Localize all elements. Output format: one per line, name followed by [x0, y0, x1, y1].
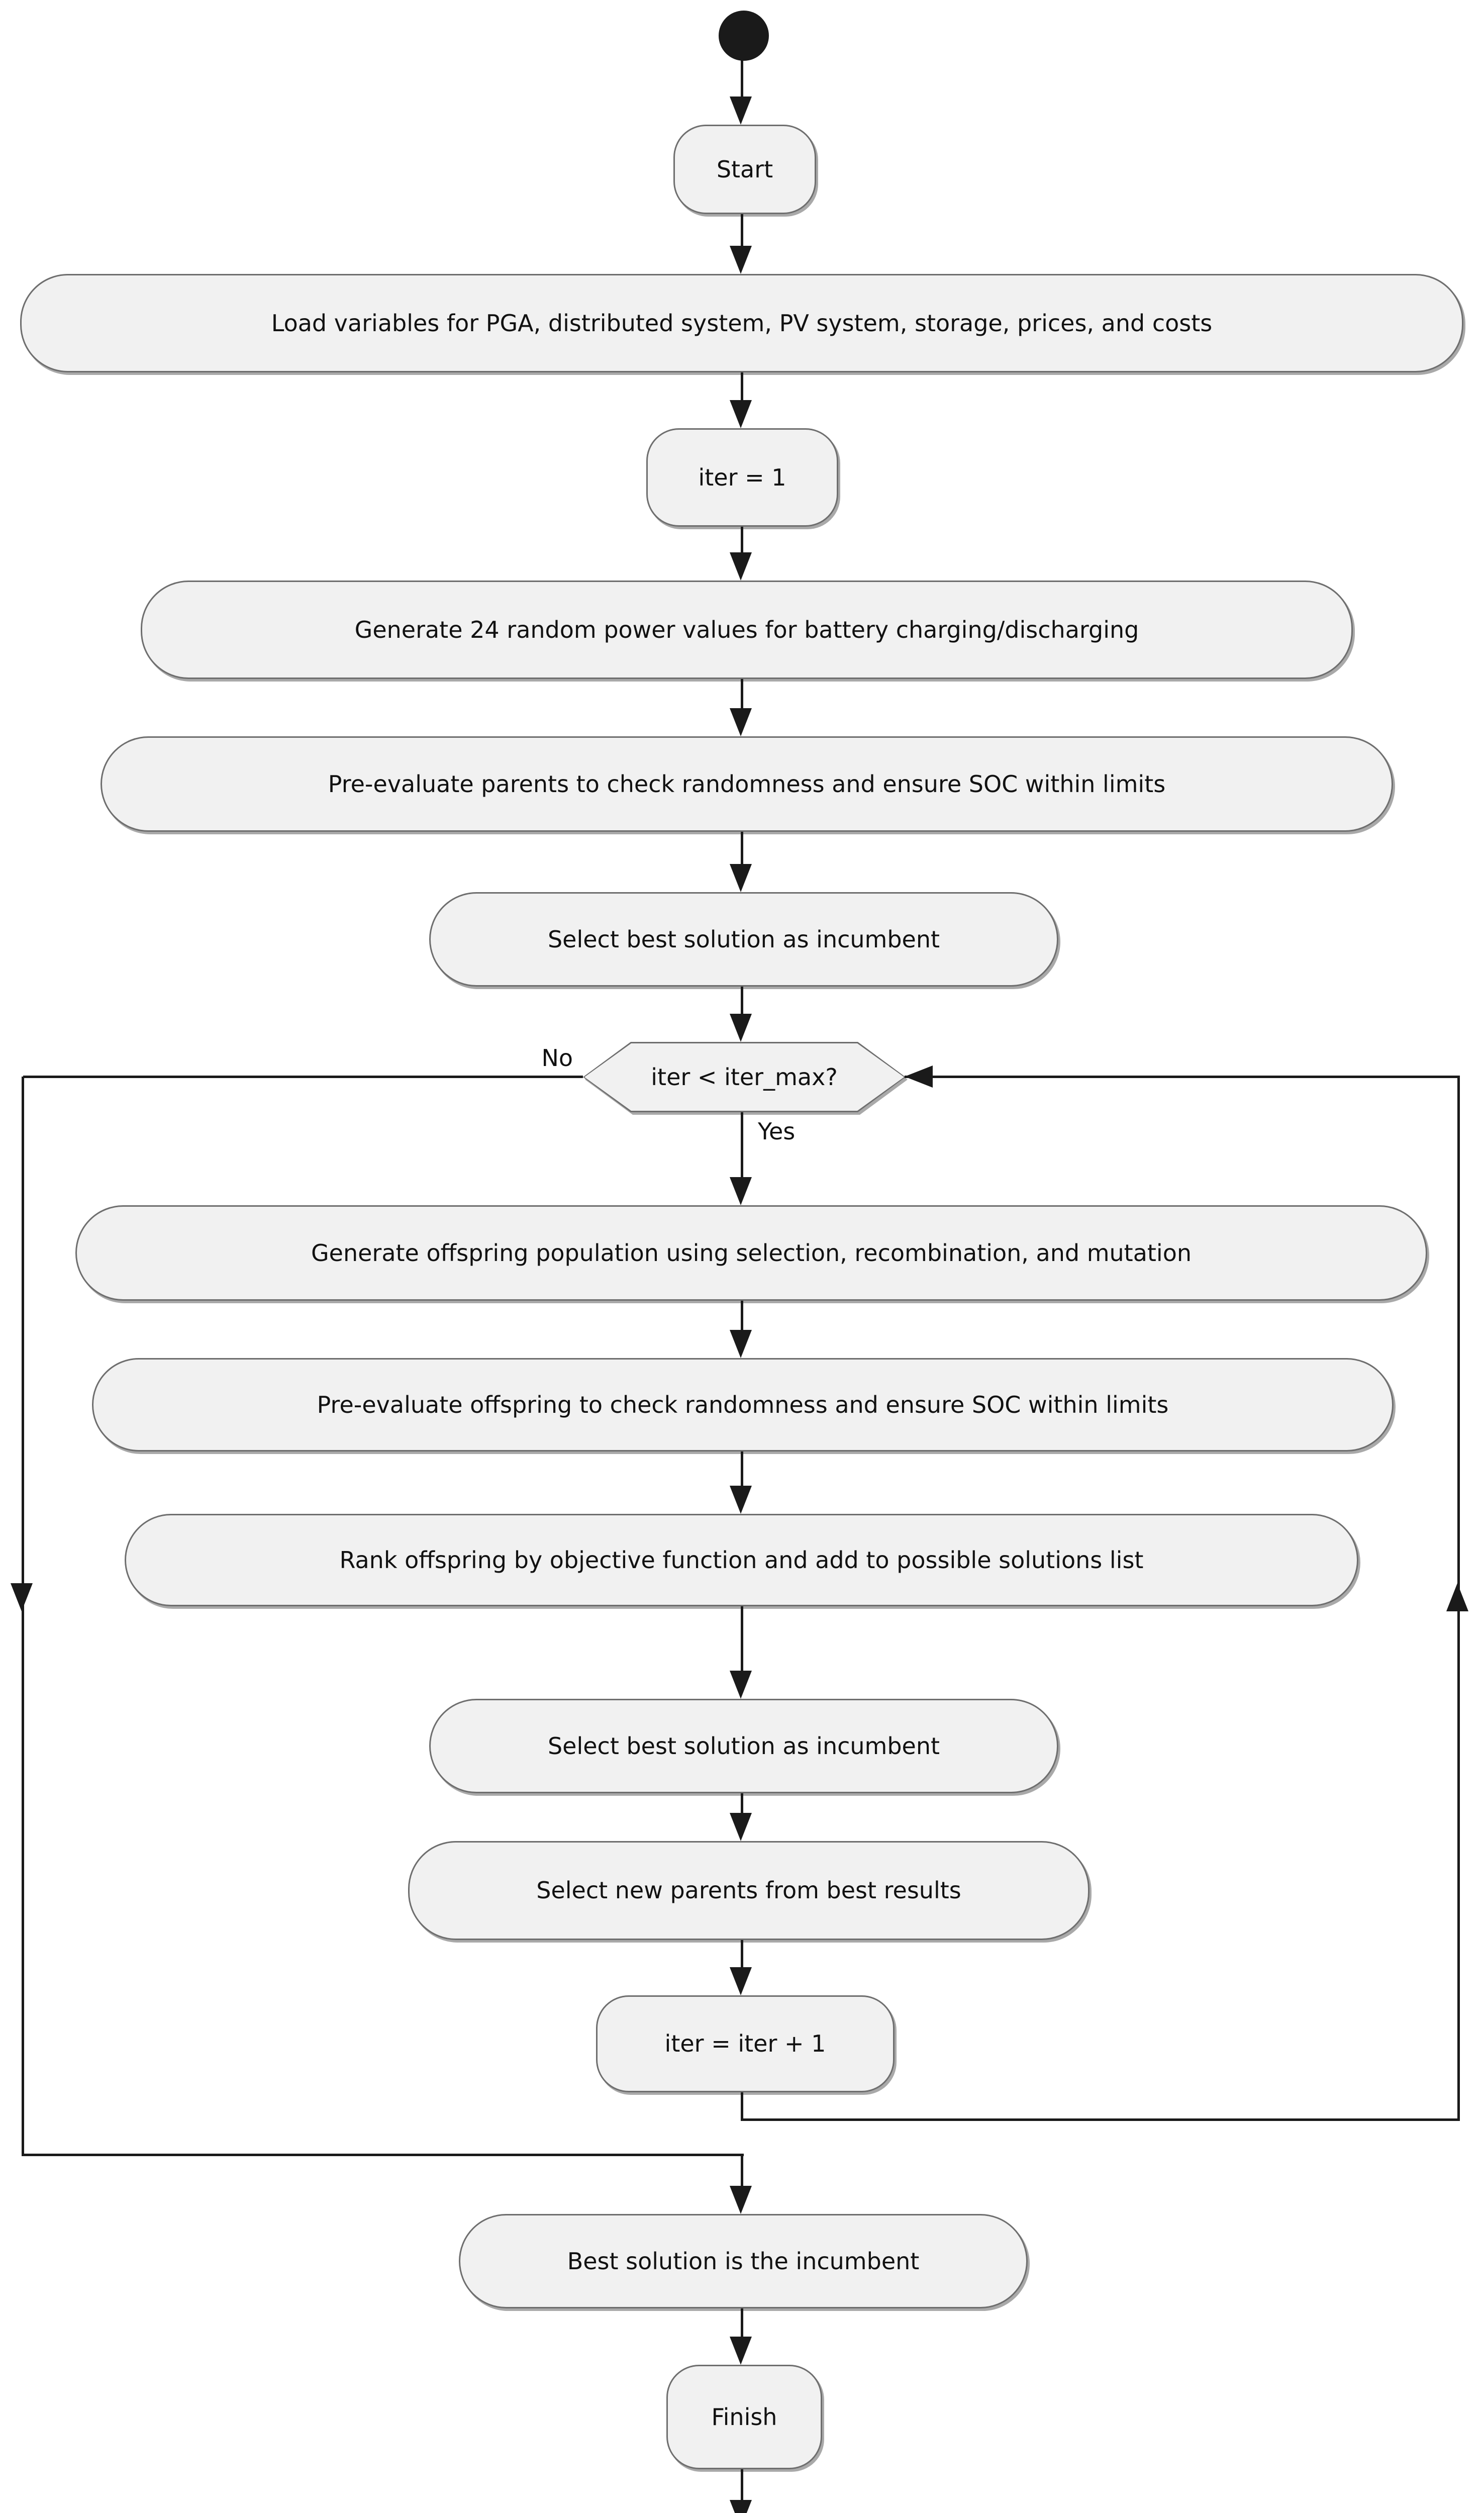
decision-iter-max: iter < iter_max? — [583, 1042, 906, 1112]
arrowhead-down-icon — [730, 2500, 752, 2513]
node-load-variables: Load variables for PGA, distributed syst… — [20, 274, 1463, 372]
arrowhead-down-icon — [730, 400, 752, 428]
edge-iterinit-genrandom — [741, 527, 743, 554]
loopback-drop-line — [741, 2092, 743, 2121]
arrowhead-down-icon — [730, 1177, 752, 1205]
arrowhead-down-icon — [730, 864, 752, 892]
edge-preparents-select1 — [741, 832, 743, 865]
node-start-label: Start — [716, 155, 773, 183]
node-best-solution: Best solution is the incumbent — [459, 2214, 1028, 2308]
arrowhead-down-icon — [730, 552, 752, 581]
node-select-new-parents-label: Select new parents from best results — [536, 1877, 961, 1904]
node-preevaluate-parents: Pre-evaluate parents to check randomness… — [101, 736, 1393, 832]
edge-load-iterinit — [741, 372, 743, 402]
node-select-best-2-label: Select best solution as incumbent — [547, 1732, 940, 1760]
loopback-top-line — [905, 1076, 1460, 1078]
node-select-best-1: Select best solution as incumbent — [429, 892, 1058, 987]
node-start: Start — [673, 125, 816, 214]
edge-genrandom-preparents — [741, 679, 743, 709]
node-generate-offspring: Generate offspring population using sele… — [75, 1205, 1427, 1301]
node-select-best-1-label: Select best solution as incumbent — [547, 925, 940, 953]
node-select-best-2: Select best solution as incumbent — [429, 1699, 1058, 1793]
edge-rank-select2 — [741, 1606, 743, 1672]
edge-select1-decision — [741, 987, 743, 1015]
node-finish: Finish — [666, 2365, 822, 2469]
edge-select2-newparents — [741, 1793, 743, 1814]
arrowhead-left-icon — [905, 1066, 933, 1088]
nobranch-bottom-line — [23, 2154, 744, 2156]
start-circle-icon — [719, 11, 769, 61]
decision-no-label: No — [541, 1044, 573, 1072]
edge-preoffspring-rank — [741, 1452, 743, 1487]
node-load-variables-label: Load variables for PGA, distributed syst… — [271, 309, 1213, 337]
edge-genoffspring-preoffspring — [741, 1301, 743, 1331]
decision-yes-label: Yes — [758, 1118, 796, 1145]
loopback-bottom-line — [742, 2118, 1460, 2121]
edge-startcircle-start — [741, 60, 743, 98]
node-iter-init: iter = 1 — [646, 428, 838, 527]
arrowhead-up-icon — [1446, 1583, 1468, 1611]
arrowhead-down-icon — [730, 1967, 752, 1995]
edge-decision-genoffspring — [741, 1112, 743, 1178]
node-rank-offspring-label: Rank offspring by objective function and… — [339, 1546, 1144, 1574]
arrowhead-down-icon — [730, 1330, 752, 1358]
edge-newparents-iterinc — [741, 1940, 743, 1968]
node-best-solution-label: Best solution is the incumbent — [567, 2247, 920, 2275]
arrowhead-down-icon — [730, 708, 752, 736]
node-preevaluate-offspring-label: Pre-evaluate offspring to check randomne… — [317, 1391, 1169, 1418]
node-generate-offspring-label: Generate offspring population using sele… — [311, 1239, 1192, 1267]
node-select-new-parents: Select new parents from best results — [408, 1841, 1090, 1940]
decision-label: iter < iter_max? — [651, 1064, 838, 1091]
arrowhead-down-icon — [730, 1671, 752, 1699]
node-preevaluate-parents-label: Pre-evaluate parents to check randomness… — [328, 770, 1166, 798]
arrowhead-down-icon — [730, 96, 752, 125]
arrowhead-down-icon — [730, 1813, 752, 1841]
nobranch-left-line — [22, 1077, 24, 2156]
node-generate-random: Generate 24 random power values for batt… — [141, 581, 1353, 679]
arrowhead-down-icon — [730, 1014, 752, 1042]
edge-nobranch-best — [741, 2155, 743, 2186]
arrowhead-down-icon — [730, 1486, 752, 1514]
node-iter-increment: iter = iter + 1 — [596, 1995, 895, 2092]
node-rank-offspring: Rank offspring by objective function and… — [125, 1514, 1358, 1606]
decision-fill — [584, 1043, 904, 1111]
edge-finish-end — [741, 2469, 743, 2500]
arrowhead-down-icon — [11, 1583, 33, 1611]
arrowhead-down-icon — [730, 246, 752, 274]
edge-start-load — [741, 214, 743, 247]
node-preevaluate-offspring: Pre-evaluate offspring to check randomne… — [92, 1358, 1394, 1452]
arrowhead-down-icon — [730, 2337, 752, 2365]
nobranch-top-line — [23, 1076, 583, 1078]
node-finish-label: Finish — [711, 2403, 777, 2431]
arrowhead-down-icon — [730, 2186, 752, 2214]
edge-best-finish — [741, 2308, 743, 2337]
node-iter-init-label: iter = 1 — [698, 463, 786, 491]
node-generate-random-label: Generate 24 random power values for batt… — [354, 616, 1139, 643]
node-iter-increment-label: iter = iter + 1 — [664, 2030, 826, 2058]
